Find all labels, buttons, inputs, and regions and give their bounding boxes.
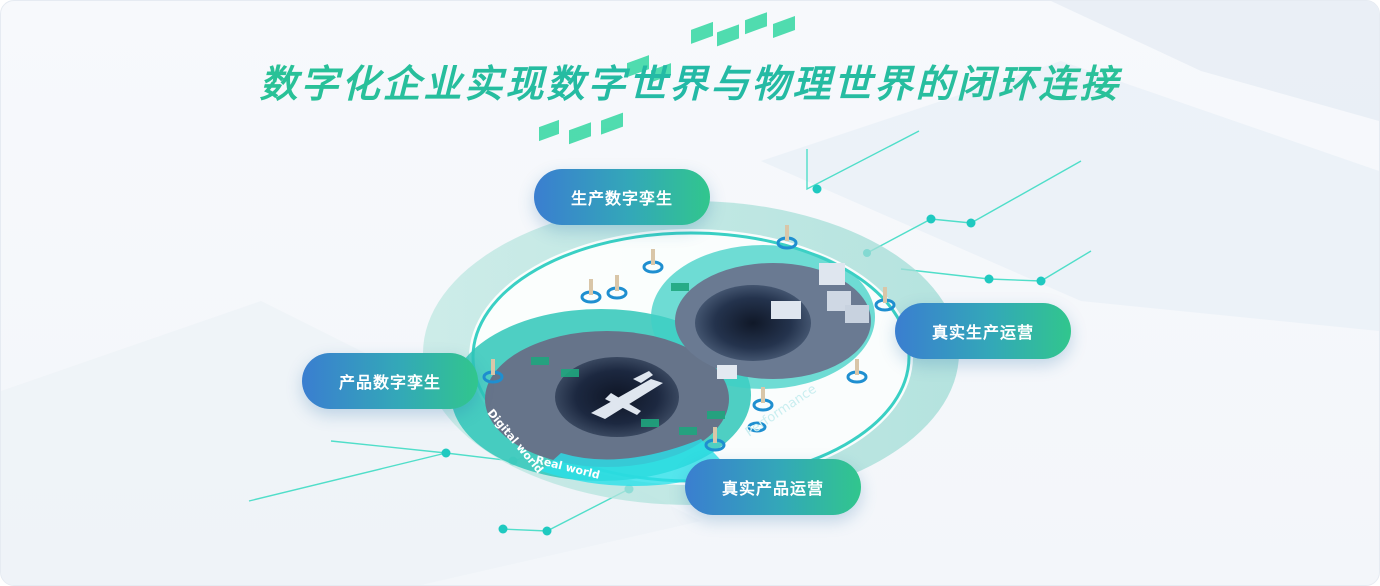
aircraft-model	[591, 371, 663, 419]
people-markers	[482, 225, 896, 452]
desks	[531, 283, 725, 435]
real-world-band	[541, 439, 731, 486]
bg-slab-top	[1051, 1, 1379, 121]
product-twin-pill[interactable]: 产品数字孪生	[302, 353, 478, 409]
real-product-pill[interactable]: 真实产品运营	[685, 459, 861, 515]
real-production-pill[interactable]: 真实生产运营	[895, 303, 1071, 359]
page-title: 数字化企业实现数字世界与物理世界的闭环连接	[1, 53, 1379, 108]
bg-slab-right	[761, 61, 1379, 331]
screen-panels	[539, 12, 795, 145]
production-twin-pill[interactable]: 生产数字孪生	[534, 169, 710, 225]
machines	[717, 263, 869, 379]
production-hub	[695, 285, 811, 361]
